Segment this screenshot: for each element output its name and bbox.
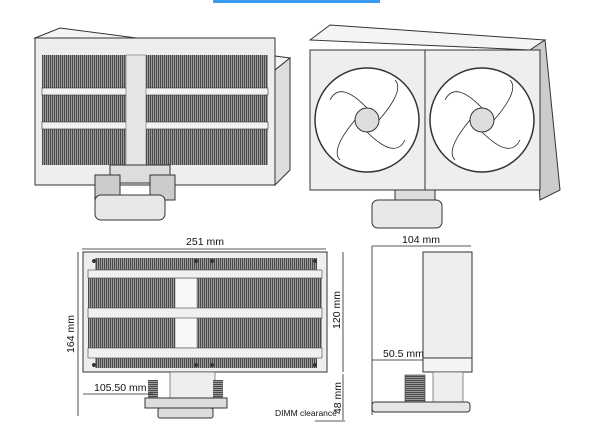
total-height-label: 164 mm bbox=[65, 315, 77, 353]
fan-icon bbox=[429, 67, 535, 173]
radiator-height-label: 120 mm bbox=[331, 291, 343, 329]
front-view bbox=[82, 251, 328, 419]
iso-radiator-rear-view bbox=[33, 27, 292, 221]
iso-radiator-fan-view bbox=[308, 24, 561, 229]
side-view bbox=[371, 251, 473, 413]
fan-icon bbox=[314, 67, 420, 173]
title-bar bbox=[213, 0, 380, 3]
side-offset-label: 50.5 mm bbox=[383, 348, 424, 360]
dimension-lines bbox=[77, 245, 471, 422]
mount-height-label: 48 mm bbox=[332, 382, 344, 414]
width-label: 251 mm bbox=[186, 236, 224, 248]
depth-label: 104 mm bbox=[402, 234, 440, 246]
dimm-clearance-label: DIMM clearance bbox=[275, 408, 337, 418]
front-offset-label: 105.50 mm bbox=[94, 382, 147, 394]
